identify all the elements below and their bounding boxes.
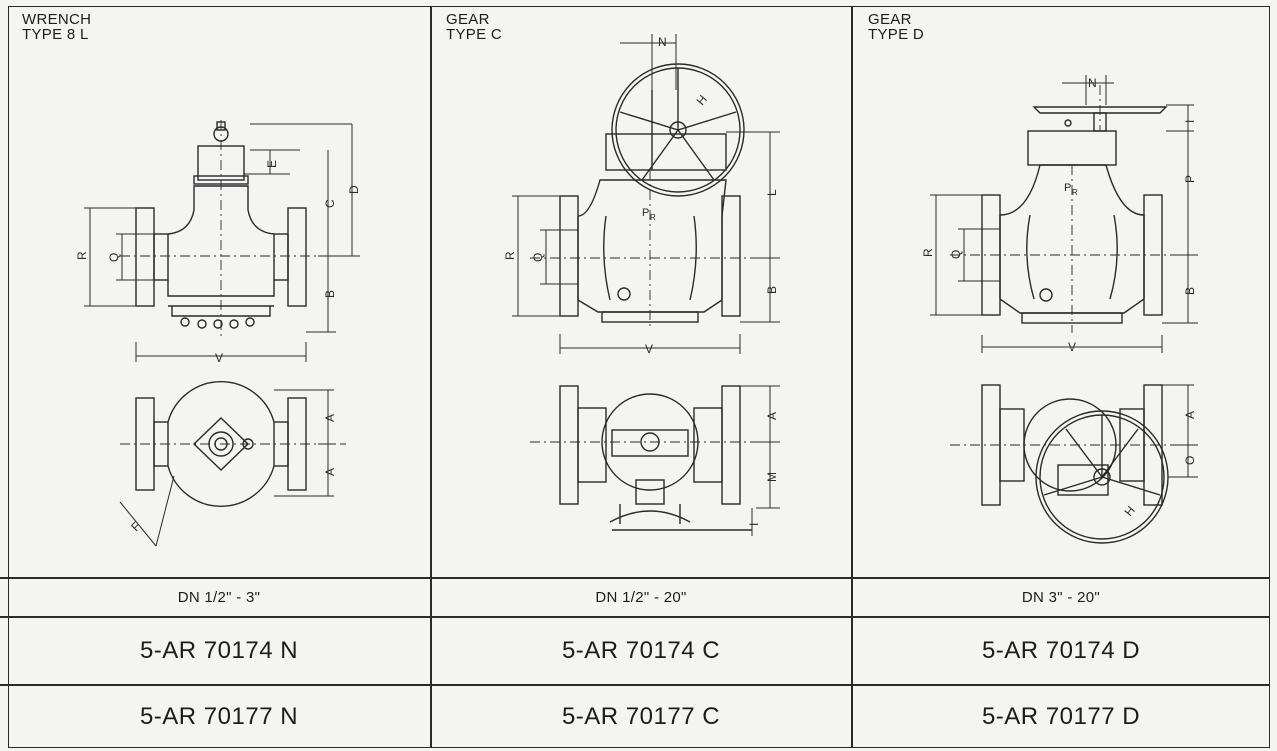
pressure-rating-subscript: R	[650, 213, 656, 222]
gear-d-valve-drawing: N I P B R Q P R V	[921, 75, 1198, 544]
dim-label-a-upper: A	[323, 414, 337, 422]
part-code-70177-d: 5-AR 70177 D	[981, 702, 1141, 730]
part-code-70174-n: 5-AR 70174 N	[139, 636, 299, 664]
wrench-front-view	[120, 120, 346, 336]
dim-label-l: L	[765, 189, 779, 196]
pressure-rating-label: P	[642, 207, 649, 219]
dim-label-a-lower: A	[323, 468, 337, 476]
dim-label-r: R	[75, 251, 89, 260]
dn-range-wrench: DN 1/2" - 3"	[177, 588, 261, 606]
dim-label-d: D	[347, 185, 361, 194]
gear-d-top-view	[950, 384, 1178, 544]
dim-label-v: V	[1068, 340, 1076, 354]
column-title-wrench: WRENCH TYPE 8 L	[22, 12, 91, 42]
dim-label-c: C	[323, 199, 337, 208]
wrench-top-view	[120, 380, 346, 508]
dim-label-h: H	[1122, 503, 1138, 519]
dim-label-b: B	[765, 286, 779, 294]
dim-label-v: V	[645, 342, 653, 356]
gear-d-top-dimensions	[1162, 384, 1198, 478]
dim-label-b: B	[1183, 287, 1197, 295]
gear-d-front-dimensions	[930, 75, 1198, 353]
part-code-70174-d: 5-AR 70174 D	[981, 636, 1141, 664]
title-line2: TYPE 8 L	[22, 26, 89, 43]
dn-range-gear-d: DN 3" - 20"	[1021, 588, 1101, 606]
dim-label-b: B	[323, 290, 337, 298]
wrench-valve-drawing: R Q E C D B V A A F	[75, 120, 361, 547]
table-frame	[8, 6, 1270, 748]
gear-d-front-view	[950, 85, 1178, 333]
dim-label-r: R	[503, 251, 517, 260]
dim-label-a: A	[1183, 411, 1197, 419]
dim-label-n: N	[658, 35, 667, 49]
column-title-gear-c: GEAR TYPE C	[446, 12, 502, 42]
dim-label-a: A	[765, 412, 779, 420]
title-line2: TYPE D	[868, 26, 924, 43]
dim-label-r: R	[921, 248, 935, 257]
column-divider-1	[430, 6, 432, 748]
dim-label-i: I	[747, 523, 761, 526]
dim-label-n: N	[1088, 76, 1097, 90]
title-line1: WRENCH	[22, 11, 92, 28]
dn-range-gear-c: DN 1/2" - 20"	[595, 588, 687, 606]
title-line1: GEAR	[868, 11, 912, 28]
column-divider-2	[851, 6, 853, 748]
row-divider-code2	[0, 684, 1270, 686]
dim-label-h: H	[694, 92, 710, 108]
wrench-front-dimensions	[84, 123, 360, 362]
row-divider-range	[0, 577, 1270, 579]
gear-c-top-dimensions	[740, 385, 780, 536]
gear-c-front-view	[530, 63, 760, 330]
dim-label-i: I	[1183, 120, 1197, 123]
dim-label-v: V	[215, 351, 223, 365]
part-code-70177-n: 5-AR 70177 N	[139, 702, 299, 730]
dim-label-e: E	[265, 160, 279, 168]
dim-label-q: Q	[531, 253, 545, 262]
dim-label-m: M	[765, 472, 779, 482]
gear-c-top-view	[530, 385, 760, 531]
part-code-70174-c: 5-AR 70174 C	[561, 636, 721, 664]
part-code-70177-c: 5-AR 70177 C	[561, 702, 721, 730]
dim-label-q: Q	[949, 250, 963, 259]
gear-c-valve-drawing: N H L B R Q P R V	[503, 34, 780, 536]
dim-label-o: O	[1183, 456, 1197, 465]
dim-label-q: Q	[107, 253, 121, 262]
column-title-gear-d: GEAR TYPE D	[868, 12, 924, 42]
title-line1: GEAR	[446, 11, 490, 28]
row-divider-code1	[0, 616, 1270, 618]
wrench-top-dimensions	[119, 389, 336, 547]
gear-c-front-dimensions	[512, 34, 780, 354]
pressure-rating-subscript: R	[1072, 188, 1078, 197]
title-line2: TYPE C	[446, 26, 502, 43]
pressure-rating-label: P	[1064, 182, 1071, 194]
dim-label-p: P	[1183, 175, 1197, 183]
